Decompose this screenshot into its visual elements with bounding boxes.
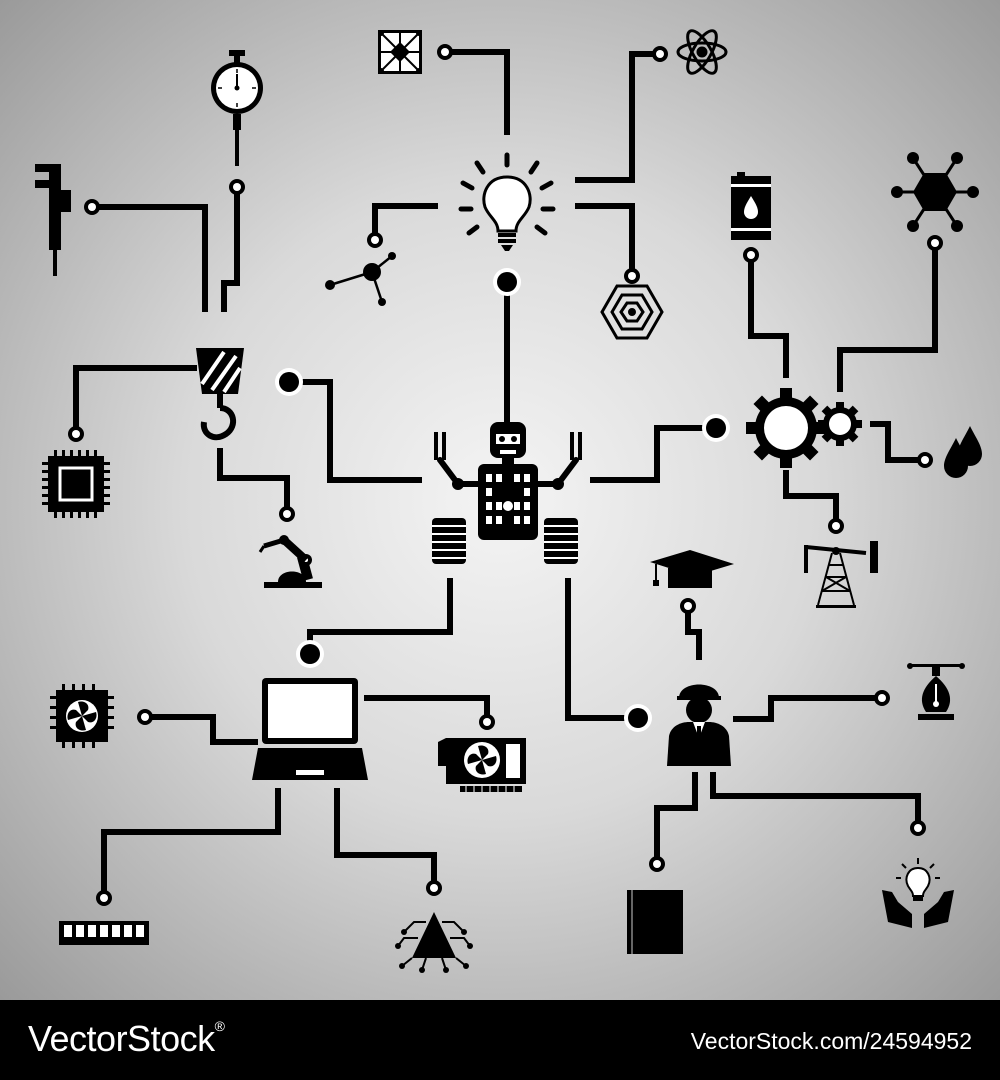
oil-drops-icon	[944, 426, 982, 478]
stopwatch-icon	[211, 50, 263, 166]
vectorstock-logo: VectorStock®	[28, 1018, 225, 1060]
laptop-icon	[252, 678, 368, 780]
graduation-cap-icon	[650, 550, 734, 588]
ram-module-icon	[59, 921, 149, 945]
image-id: VectorStock.com/24594952	[690, 1028, 972, 1054]
fountain-pen-icon	[907, 663, 965, 720]
maze-icon	[600, 284, 664, 340]
registered-mark: ®	[214, 1018, 225, 1034]
crane-hook-icon	[196, 348, 244, 441]
diagram-svg	[35, 29, 982, 973]
atom-icon	[676, 29, 728, 75]
hexagon-molecule-icon	[891, 152, 979, 232]
robot-arm-icon	[258, 535, 322, 588]
graphics-card-icon	[438, 738, 526, 792]
watermark-footer: VectorStock® VectorStock.com/24594952	[0, 1000, 1000, 1080]
engineering-diagram	[0, 0, 1000, 1000]
lightbulb-icon	[458, 152, 556, 251]
engineer-icon	[667, 684, 731, 766]
idea-hands-icon	[882, 858, 954, 928]
network-molecule-icon	[378, 30, 422, 74]
cpu-chip-icon	[42, 450, 110, 518]
robot-icon	[432, 422, 582, 564]
oil-barrel-icon	[731, 172, 771, 240]
circuit-triangle-icon	[395, 912, 473, 973]
oil-pump-icon	[804, 541, 878, 608]
fan-chip-icon	[50, 684, 114, 748]
brand-name: VectorStock	[28, 1018, 215, 1059]
connector-lines	[73, 49, 938, 898]
caliper-icon	[35, 164, 71, 276]
book-icon	[627, 890, 683, 954]
gears-icon	[746, 388, 862, 468]
molecule-icon	[325, 252, 396, 306]
